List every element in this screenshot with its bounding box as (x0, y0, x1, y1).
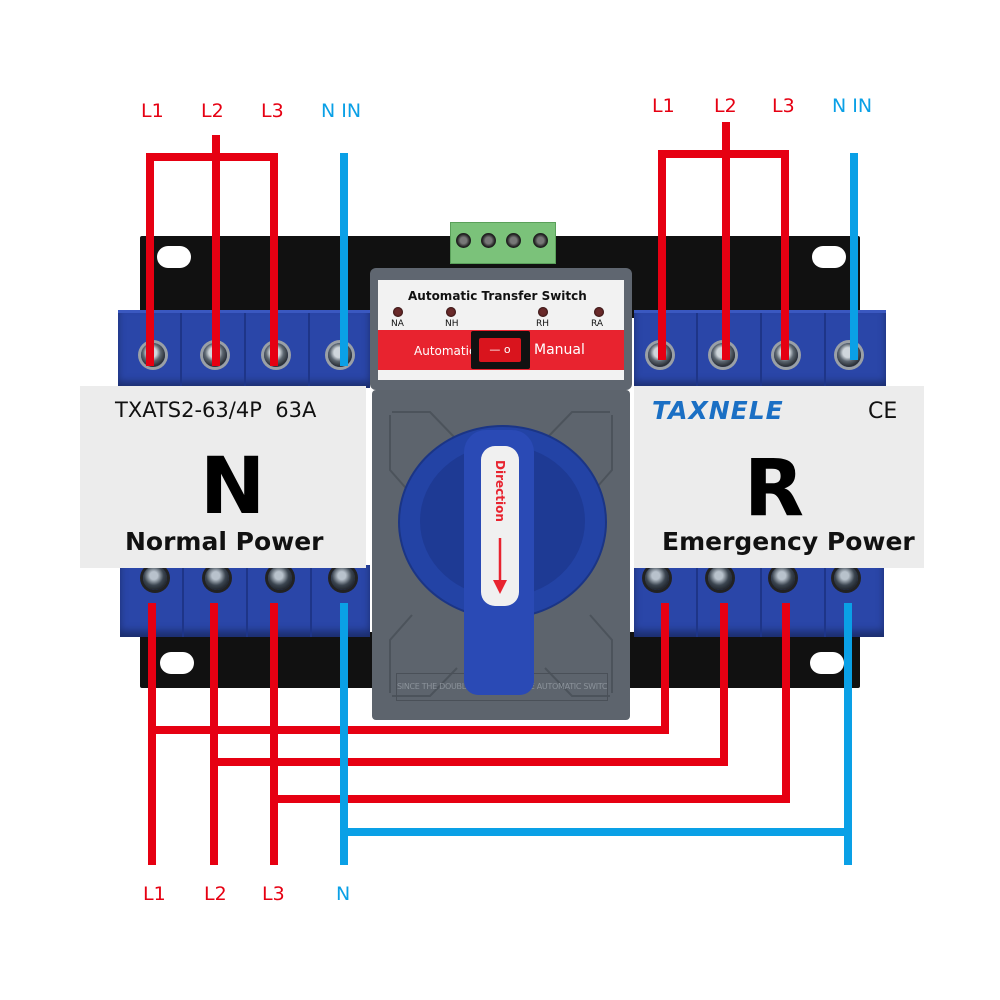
wire-tie-l2 (210, 758, 728, 766)
led-label-ra: RA (591, 319, 604, 329)
screw-icon (456, 233, 471, 248)
wire-emergency-l2-down (720, 603, 728, 766)
wire-top-right-l2-feed (722, 122, 730, 152)
wire-top-left-l1 (146, 153, 154, 366)
screw-icon (533, 233, 548, 248)
screw-icon (268, 566, 292, 590)
label-top-right-n-in: N IN (832, 95, 873, 117)
normal-power-text: Normal Power (125, 527, 324, 556)
wire-top-left-l2 (212, 153, 220, 366)
wire-bottom-l1 (148, 603, 156, 865)
screw-icon (205, 566, 229, 590)
ce-mark-icon: CE (868, 399, 898, 424)
screw-icon (708, 566, 732, 590)
wire-tie-l3 (270, 795, 790, 803)
led-icon-nh (446, 307, 456, 317)
label-top-left-l3: L3 (261, 100, 284, 122)
screw-icon (143, 566, 167, 590)
rail-hole-top-left (157, 246, 191, 268)
wire-top-right-l2 (722, 150, 730, 360)
wire-top-left-l3 (270, 153, 278, 366)
rocker-switch-icon[interactable]: — o (479, 338, 521, 362)
label-top-right-l1: L1 (652, 95, 675, 117)
rail-hole-bottom-left (160, 652, 194, 674)
direction-label: Direction (493, 460, 507, 522)
label-bottom-l1: L1 (143, 883, 166, 905)
current-rating: 63A (275, 398, 317, 422)
emergency-power-label (634, 386, 924, 568)
wire-top-left-bus (146, 153, 275, 161)
rocker-switch[interactable]: — o (471, 331, 530, 369)
arrow-down-icon (493, 538, 507, 594)
label-top-right-l2: L2 (714, 95, 737, 117)
wire-top-left-l2-feed (212, 135, 220, 155)
mode-automatic-label: Automatic (414, 344, 476, 358)
wire-emergency-n-down (844, 603, 852, 865)
screw-icon (645, 566, 669, 590)
led-label-na: NA (391, 319, 404, 329)
brand-logo: TAXNELE (652, 396, 784, 425)
normal-power-label (80, 386, 366, 568)
screw-icon (771, 566, 795, 590)
label-bottom-l2: L2 (204, 883, 227, 905)
rail-hole-top-right (812, 246, 846, 268)
wire-bottom-n-overlay (340, 700, 348, 865)
label-bottom-l3: L3 (262, 883, 285, 905)
mode-manual-label: Manual (534, 342, 585, 358)
led-label-rh: RH (536, 319, 550, 329)
emergency-power-text: Emergency Power (662, 527, 915, 556)
label-top-left-n-in: N IN (321, 100, 362, 122)
model-code: TXATS2-63/4P (115, 398, 262, 422)
controller-title: Automatic Transfer Switch (408, 289, 587, 303)
screw-icon (331, 566, 355, 590)
wire-top-right-n (850, 153, 858, 360)
wire-tie-l1 (148, 726, 669, 734)
normal-letter: N (200, 442, 266, 532)
label-top-left-l2: L2 (201, 100, 224, 122)
wire-top-left-n (340, 153, 348, 366)
wire-emergency-l1-down (661, 603, 669, 733)
label-top-right-l3: L3 (772, 95, 795, 117)
model-number: TXATS2-63/4P 63A (115, 398, 316, 422)
screw-icon (506, 233, 521, 248)
wire-top-right-l3 (781, 150, 789, 360)
rail-hole-bottom-right (810, 652, 844, 674)
control-terminal-block (450, 222, 556, 264)
wire-bottom-l2 (210, 603, 218, 865)
label-top-left-l1: L1 (141, 100, 164, 122)
led-icon-ra (594, 307, 604, 317)
wire-tie-n (340, 828, 852, 836)
wire-emergency-l3-down (782, 603, 790, 803)
label-bottom-n: N (336, 883, 351, 905)
led-icon-rh (538, 307, 548, 317)
led-label-nh: NH (445, 319, 459, 329)
wire-bottom-l3 (270, 603, 278, 865)
wire-top-right-l1 (658, 150, 666, 360)
screw-icon (834, 566, 858, 590)
emergency-letter: R (744, 444, 805, 534)
screw-icon (481, 233, 496, 248)
housing-ribs (389, 411, 613, 697)
led-icon-na (393, 307, 403, 317)
